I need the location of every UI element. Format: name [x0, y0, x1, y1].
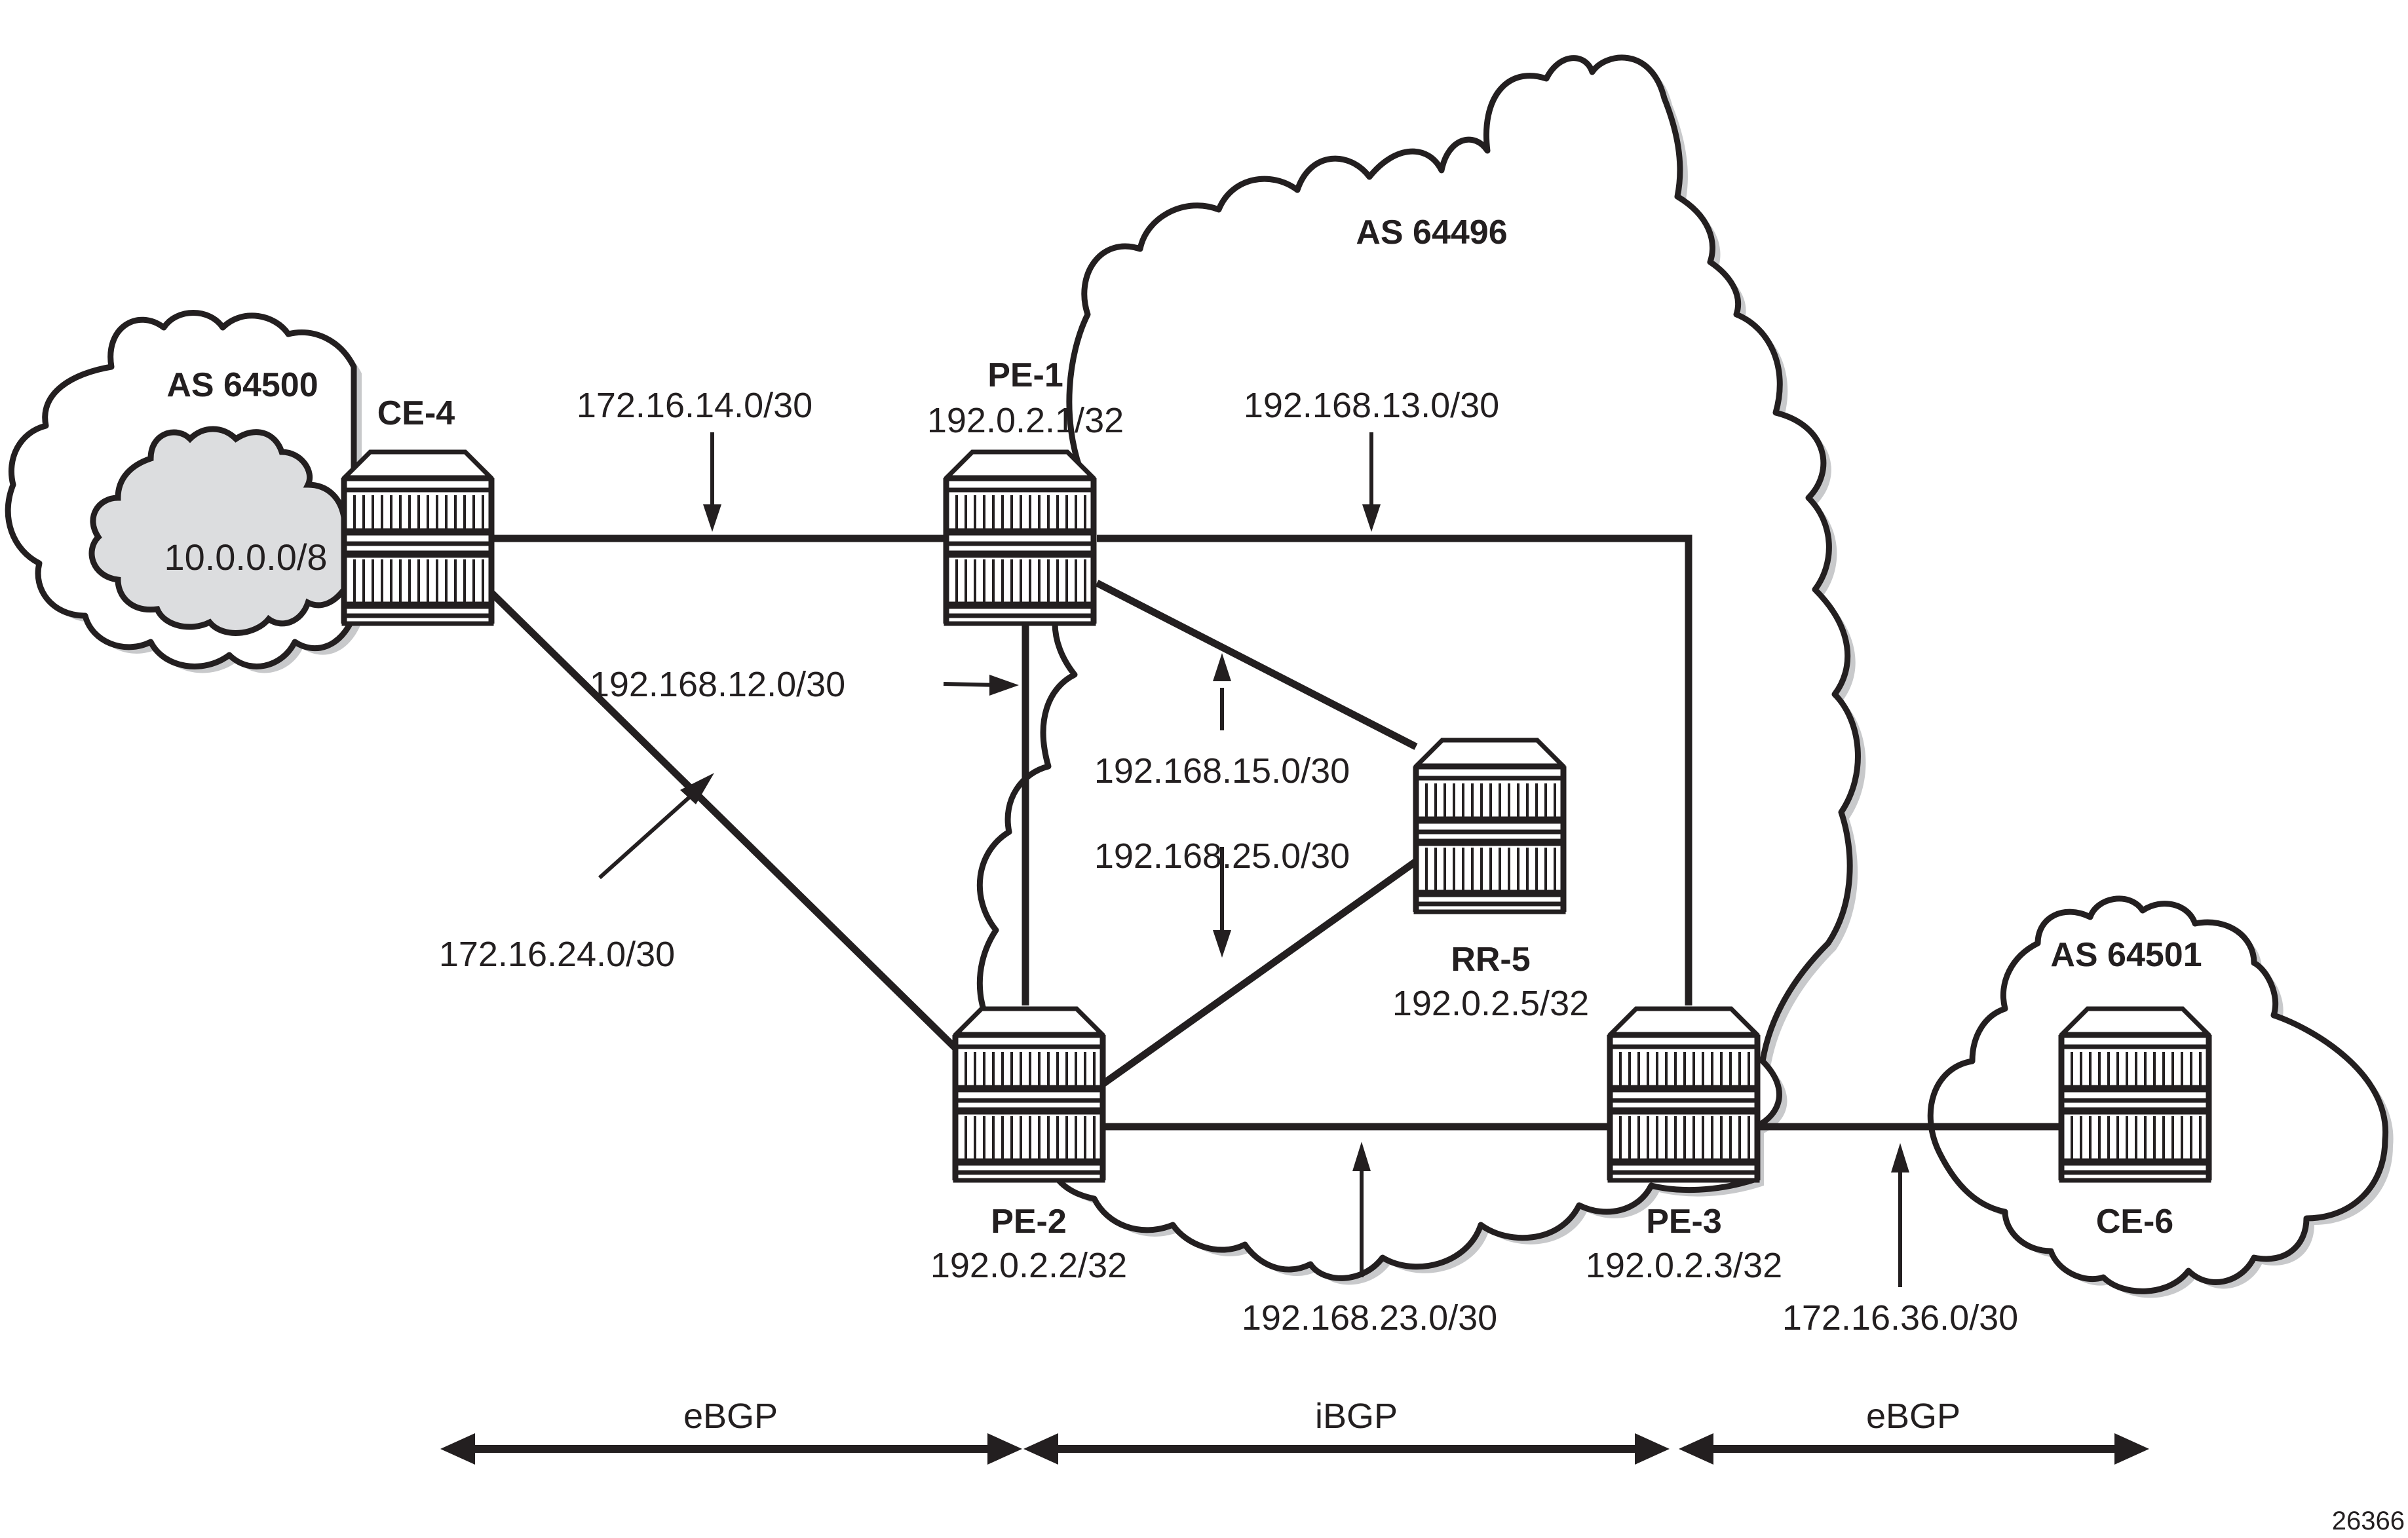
ebgp-left-arrow — [440, 1433, 1022, 1465]
router-pe2[interactable] — [955, 1009, 1103, 1180]
session-label-ibgp: iBGP — [1315, 1397, 1398, 1436]
router-ce6-name: CE-6 — [2096, 1203, 2173, 1241]
subnet-label-ce4-pe2: 172.16.24.0/30 — [439, 935, 675, 974]
subnet-label-pe3-ce6: 172.16.36.0/30 — [1782, 1298, 2018, 1338]
prefix-label: 10.0.0.0/8 — [164, 536, 327, 578]
ibgp-arrow — [1023, 1433, 1670, 1465]
router-rr5-name: RR-5 — [1451, 941, 1530, 979]
router-rr5[interactable] — [1416, 740, 1563, 912]
arrow-up-icon — [1213, 653, 1231, 681]
subnet-label-pe2-rr5: 192.168.25.0/30 — [1094, 836, 1350, 876]
router-ce4[interactable] — [344, 452, 491, 624]
router-pe3-address: 192.0.2.3/32 — [1586, 1246, 1782, 1285]
router-pe1[interactable] — [946, 452, 1094, 624]
subnet-label-pe1-pe2: 192.168.12.0/30 — [590, 665, 845, 704]
subnet-label-ce4-pe1: 172.16.14.0/30 — [577, 386, 812, 425]
link-ce4-pe2[interactable] — [486, 587, 958, 1051]
router-ce6[interactable] — [2061, 1009, 2209, 1180]
links — [486, 535, 2061, 1131]
router-pe1-name: PE-1 — [987, 356, 1063, 394]
arrow-down-icon — [703, 504, 721, 532]
router-rr5-address: 192.0.2.5/32 — [1392, 984, 1589, 1023]
link-pe1-rr5[interactable] — [1095, 580, 1418, 750]
router-pe3[interactable] — [1610, 1009, 1757, 1180]
router-ce4-name: CE-4 — [377, 394, 455, 432]
double-arrow-icon — [1023, 1433, 1058, 1465]
subnet-label-pe2-pe3: 192.168.23.0/30 — [1242, 1298, 1497, 1338]
router-pe2-address: 192.0.2.2/32 — [930, 1246, 1127, 1285]
prefix-cloud — [88, 426, 347, 636]
arrow-up-icon — [1891, 1143, 1909, 1172]
ebgp-right-arrow — [1679, 1433, 2149, 1465]
arrow-down-icon — [1362, 504, 1381, 532]
session-label-ebgp-left: eBGP — [683, 1397, 778, 1436]
subnet-label-pe1-rr5: 192.168.15.0/30 — [1094, 751, 1350, 791]
link-pe2-rr5[interactable] — [1100, 858, 1419, 1087]
router-pe3-name: PE-3 — [1646, 1203, 1722, 1241]
figure-id: 26366 — [2332, 1507, 2405, 1535]
as64496-cloud — [976, 54, 1866, 1285]
router-pe2-name: PE-2 — [991, 1203, 1067, 1241]
arrow-down-icon — [1213, 930, 1231, 958]
session-arrows — [440, 1433, 2149, 1465]
subnet-pointers — [598, 432, 1909, 1287]
subnet-label-pe1-pe3: 192.168.13.0/30 — [1244, 386, 1499, 425]
arrow-up-right-icon — [680, 773, 714, 804]
arrow-right-icon — [989, 675, 1019, 696]
as64500-label: AS 64500 — [166, 366, 318, 404]
router-pe1-address: 192.0.2.1/32 — [927, 401, 1124, 440]
session-label-ebgp-right: eBGP — [1866, 1397, 1960, 1436]
arrow-up-icon — [1352, 1142, 1371, 1171]
link-pe1-pe3[interactable] — [1097, 535, 1692, 1005]
as64496-label: AS 64496 — [1356, 214, 1507, 252]
as64501-label: AS 64501 — [2050, 936, 2202, 974]
